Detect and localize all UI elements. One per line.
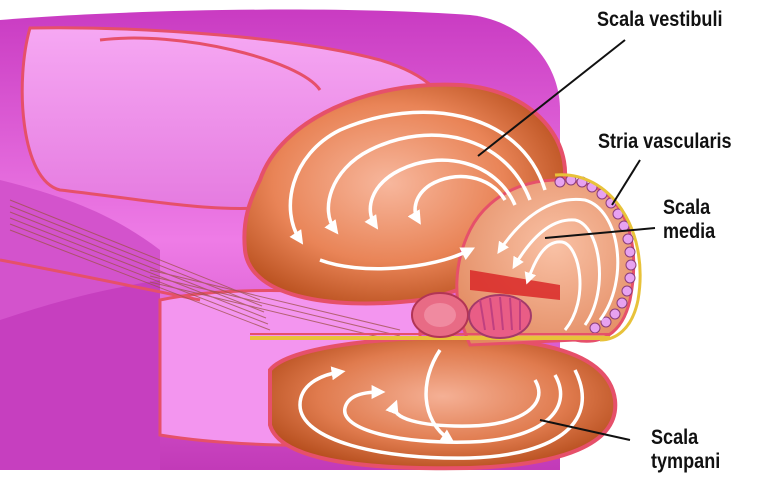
label-scala-media-line1: Scala [663,196,715,220]
label-scala-media-line2: media [663,220,715,244]
scala-tympani-chamber [270,337,615,468]
label-scala-media: Scala media [663,196,715,244]
label-scala-vestibuli: Scala vestibuli [597,8,722,32]
label-scala-tympani-line1: Scala [651,426,720,450]
label-stria-vascularis: Stria vascularis [598,130,732,154]
label-scala-tympani-line2: tympani [651,450,720,474]
leader-stria-vascularis [612,160,640,205]
label-scala-tympani: Scala tympani [651,426,720,474]
label-scala-vestibuli-text: Scala vestibuli [597,8,722,32]
label-stria-vascularis-text: Stria vascularis [598,130,732,154]
